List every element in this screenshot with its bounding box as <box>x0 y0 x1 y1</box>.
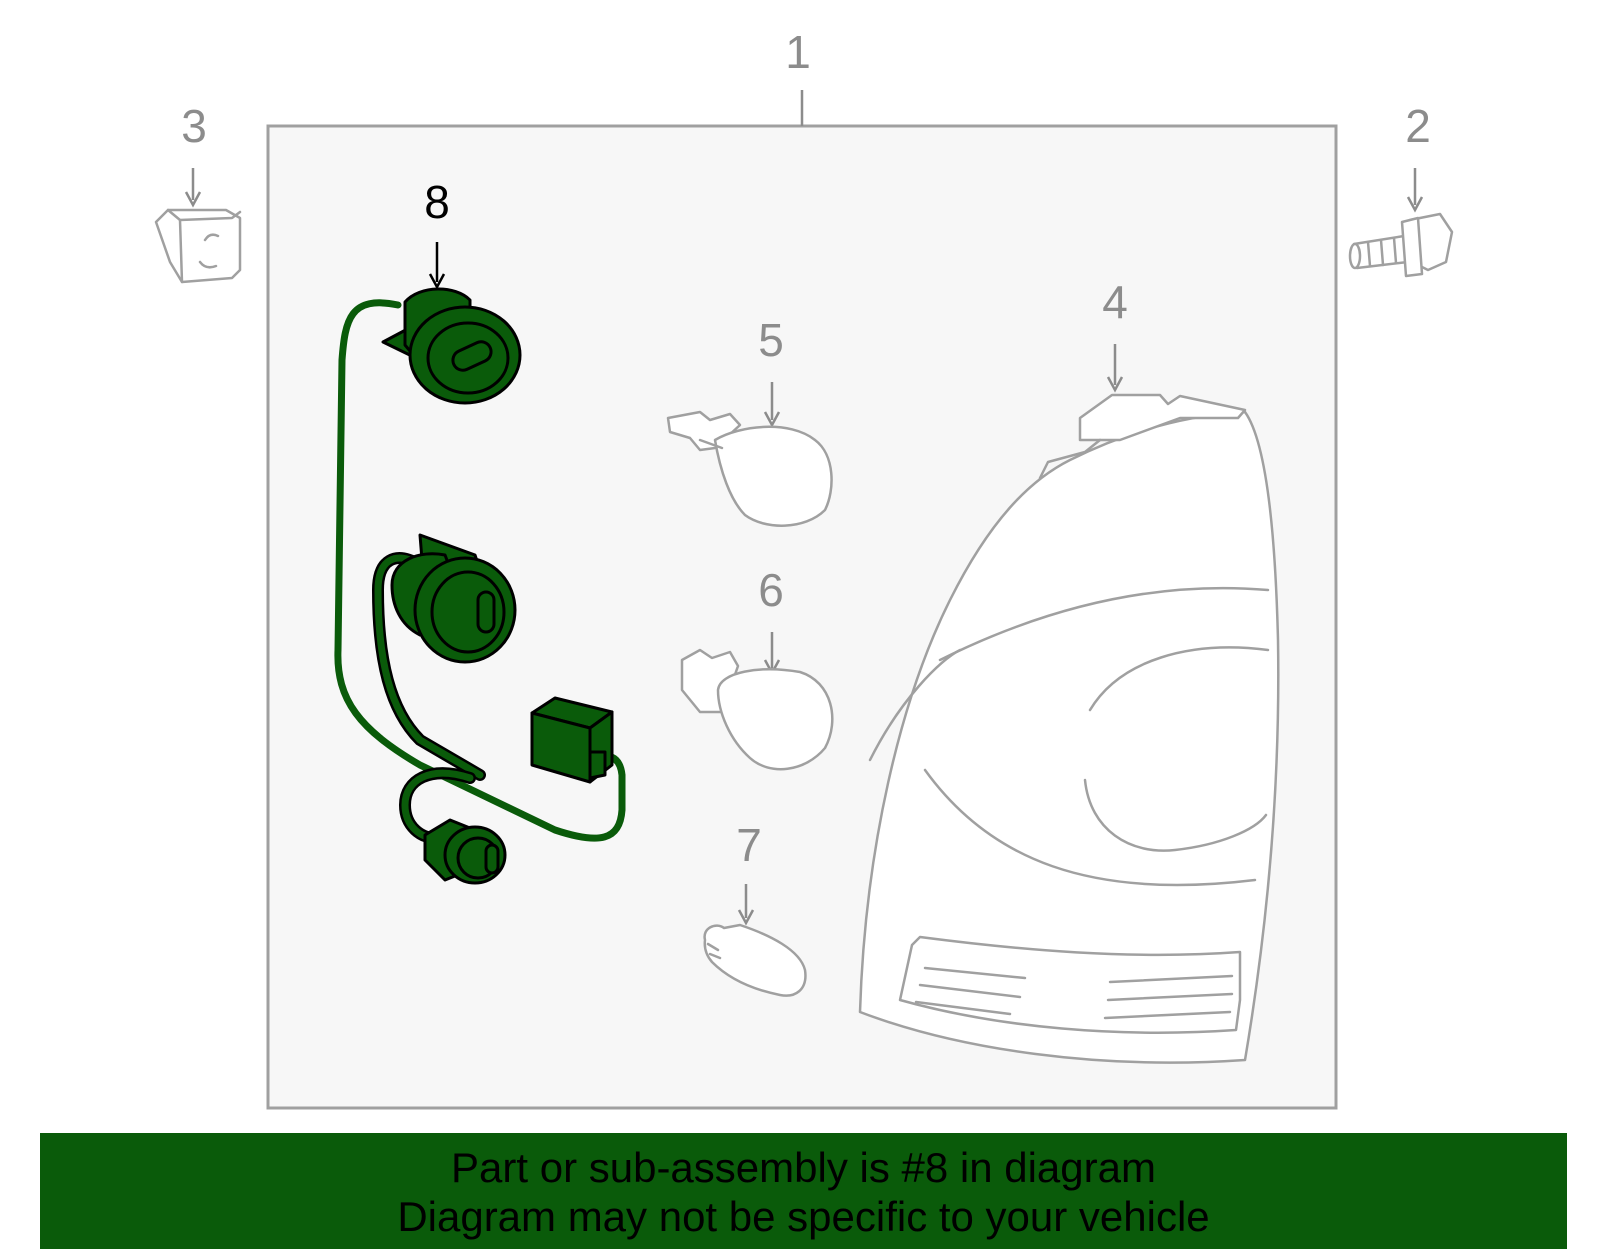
callout-7[interactable]: 7 <box>736 819 762 871</box>
callout-6[interactable]: 6 <box>758 564 784 616</box>
callout-5[interactable]: 5 <box>758 314 784 366</box>
bulb-6[interactable] <box>680 632 834 771</box>
bulb-7[interactable] <box>703 884 807 997</box>
callout-3[interactable]: 3 <box>181 100 207 152</box>
clip-part[interactable] <box>154 168 242 284</box>
tail-lamp-housing[interactable] <box>858 344 1280 1064</box>
footer-banner: Part or sub-assembly is #8 in diagram Di… <box>40 1133 1567 1249</box>
footer-line-part-number: Part or sub-assembly is #8 in diagram <box>451 1144 1156 1191</box>
callout-1[interactable]: 1 <box>785 26 811 78</box>
callout-4[interactable]: 4 <box>1102 276 1128 328</box>
bolt-part[interactable] <box>1348 168 1454 278</box>
socket-harness-part-8[interactable] <box>334 287 626 885</box>
callout-2[interactable]: 2 <box>1405 100 1431 152</box>
bulb-5[interactable] <box>666 382 833 527</box>
callout-8[interactable]: 8 <box>424 176 450 228</box>
parts-diagram: 1 2 3 4 <box>154 26 1454 1110</box>
footer-line-disclaimer: Diagram may not be specific to your vehi… <box>397 1193 1210 1240</box>
